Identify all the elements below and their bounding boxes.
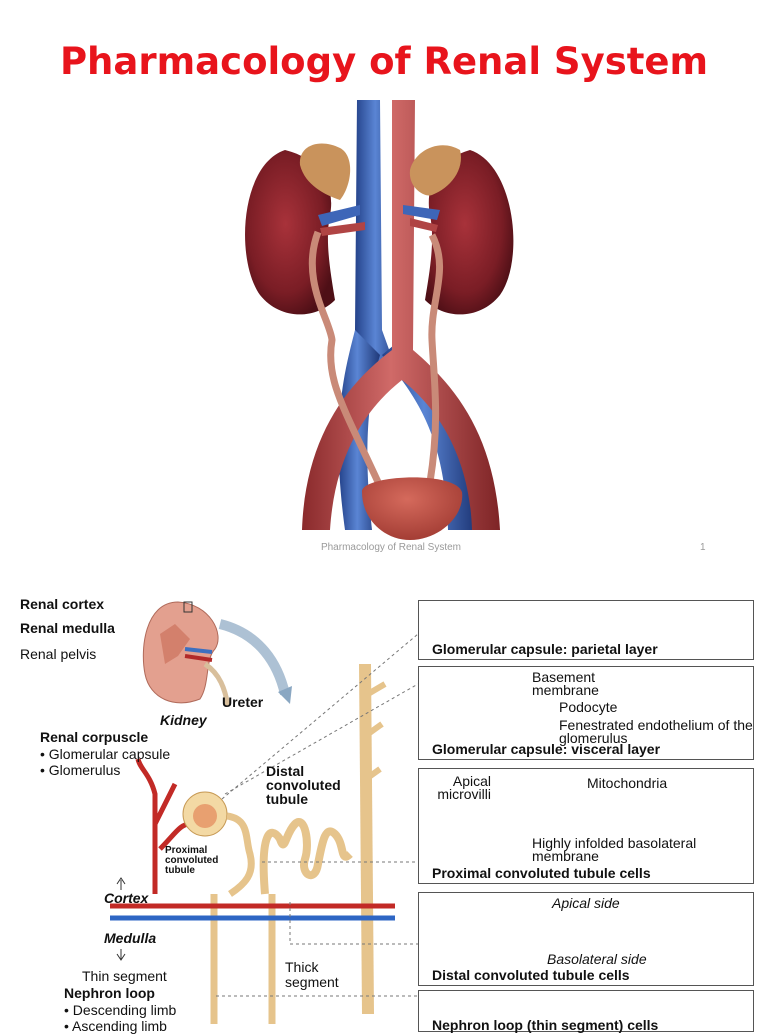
left-ureter	[308, 230, 382, 484]
label-glomerulus: • Glomerulus	[40, 762, 121, 778]
caption-distal-tubule-cells: Distal convoluted tubule cells	[432, 967, 630, 983]
label-descending-limb: • Descending limb	[64, 1002, 177, 1018]
slide-title: Pharmacology of Renal System	[59, 40, 709, 83]
label-basolateral-side: Basolateral side	[547, 951, 647, 967]
label-renal-cortex: Renal cortex	[20, 596, 105, 612]
caption-visceral-layer: Glomerular capsule: visceral layer	[432, 741, 661, 757]
caption-parietal-layer: Glomerular capsule: parietal layer	[432, 641, 658, 657]
label-glomerular-capsule: • Glomerular capsule	[40, 746, 171, 762]
label-cortex: Cortex	[104, 890, 149, 906]
nephron-loop	[210, 894, 276, 1024]
slide-page-number: 1	[700, 542, 706, 553]
label-renal-corpuscle: Renal corpuscle	[40, 729, 149, 745]
label-podocyte: Podocyte	[559, 699, 618, 715]
label-ureter: Ureter	[222, 694, 264, 710]
label-nephron-loop: Nephron loop	[64, 985, 155, 1001]
caption-nephron-loop-cells: Nephron loop (thin segment) cells	[432, 1017, 659, 1033]
right-iliac-vein	[382, 340, 475, 530]
slide-2: Renal cortex Renal medulla Renal pelvis …	[0, 594, 768, 1034]
label-proximal-convoluted-tubule: Proximal convoluted tubule	[165, 845, 219, 876]
caption-proximal-tubule-cells: Proximal convoluted tubule cells	[432, 865, 651, 881]
slide-1: Pharmacology of Renal System	[59, 40, 709, 553]
label-infolded-membrane: Highly infolded basolateral membrane	[532, 835, 697, 864]
label-distal-convoluted-tubule: Distal convoluted tubule	[266, 763, 341, 807]
slide-footer-text: Pharmacology of Renal System	[320, 542, 462, 553]
right-kidney	[425, 150, 514, 315]
label-kidney: Kidney	[160, 712, 207, 728]
label-fenestrated-endothelium: Fenestrated endothelium of the glomerulu…	[559, 717, 753, 746]
box-proximal-tubule-cells: Apical microvilli Mitochondria Highly in…	[418, 768, 754, 884]
small-kidney	[142, 601, 219, 704]
label-ascending-limb: • Ascending limb	[64, 1018, 167, 1034]
urinary-system-illustration	[245, 100, 514, 540]
slide-gap	[0, 568, 768, 594]
right-adrenal-gland	[409, 145, 461, 196]
collecting-duct	[359, 663, 374, 1015]
box-parietal-layer: Glomerular capsule: parietal layer	[418, 600, 754, 660]
box-visceral-layer: Basement membrane Podocyte Fenestrated e…	[418, 666, 754, 760]
label-mitochondria: Mitochondria	[587, 775, 668, 791]
inferior-vena-cava	[355, 100, 400, 392]
label-apical-microvilli: Apical microvilli	[437, 773, 491, 802]
left-adrenal-gland	[299, 143, 351, 200]
label-renal-medulla: Renal medulla	[20, 620, 115, 636]
right-ureter	[426, 233, 443, 483]
label-basement-membrane: Basement membrane	[532, 669, 599, 698]
label-renal-pelvis: Renal pelvis	[20, 646, 97, 662]
label-apical-side: Apical side	[552, 895, 620, 911]
box-nephron-loop-cells: Nephron loop (thin segment) cells	[418, 990, 754, 1033]
label-medulla: Medulla	[104, 930, 157, 946]
bladder	[361, 477, 463, 540]
box-distal-tubule-cells: Apical side Basolateral side Distal conv…	[418, 892, 754, 986]
label-thin-segment: Thin segment	[82, 968, 167, 984]
label-thick-segment: Thick segment	[285, 959, 339, 990]
